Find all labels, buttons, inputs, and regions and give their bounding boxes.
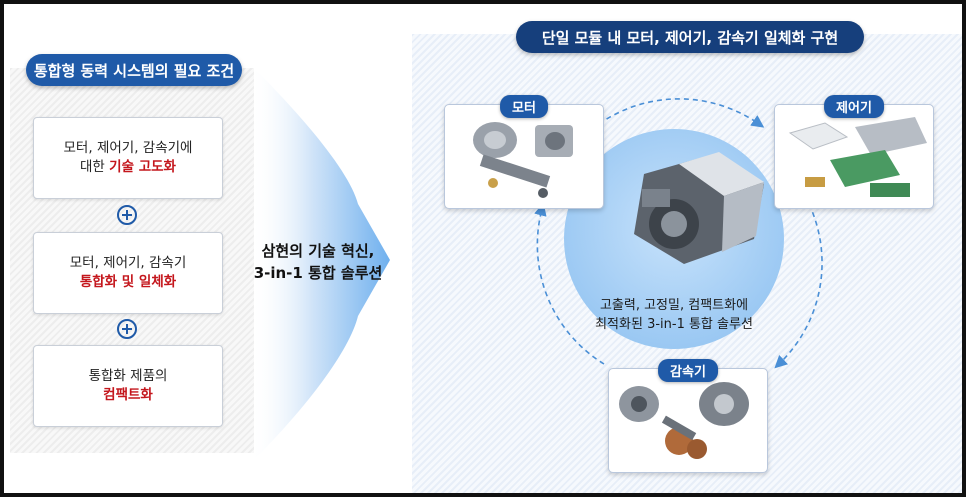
arrow-caption: 삼현의 기술 혁신, 3-in-1 통합 솔루션: [252, 240, 384, 284]
requirement-1-line1: 모터, 제어기, 감속기에: [63, 140, 193, 156]
requirement-box-2: 모터, 제어기, 감속기 통합화 및 일체화: [33, 232, 223, 314]
integrated-module-image: [634, 152, 764, 264]
controller-image: [788, 117, 927, 197]
reducer-image: [619, 382, 749, 459]
requirement-3-line2: 컴팩트화: [103, 387, 153, 403]
arrow-caption-line2: 3-in-1 통합 솔루션: [253, 264, 383, 282]
reducer-card: 감속기: [608, 359, 768, 473]
requirement-2-line1: 모터, 제어기, 감속기: [69, 255, 187, 271]
plus-icon: [117, 319, 137, 339]
requirement-box-3: 통합화 제품의 컴팩트화: [33, 345, 223, 427]
plus-icon: [117, 205, 137, 225]
requirement-1-line2: 대한 기술 고도화: [80, 159, 176, 175]
center-caption: 고출력, 고정밀, 컴팩트화에 최적화된 3-in-1 통합 솔루션: [584, 296, 764, 334]
center-caption-line1: 고출력, 고정밀, 컴팩트화에: [599, 298, 749, 313]
cycle-arrows: [534, 98, 823, 369]
arrow-graphic: [250, 64, 390, 464]
center-caption-line2: 최적화된 3-in-1 통합 솔루션: [595, 317, 753, 332]
arrow-caption-line1: 삼현의 기술 혁신,: [261, 242, 375, 260]
requirement-3-line1: 통합화 제품의: [88, 368, 168, 384]
integration-title: 단일 모듈 내 모터, 제어기, 감속기 일체화 구현: [516, 21, 864, 53]
motor-image: [473, 122, 573, 198]
motor-label: 모터: [500, 95, 548, 118]
controller-card: 제어기: [774, 95, 934, 209]
requirement-2-line2: 통합화 및 일체화: [79, 274, 177, 290]
motor-card: 모터: [444, 95, 604, 209]
requirements-title: 통합형 동력 시스템의 필요 조건: [26, 54, 242, 86]
controller-label: 제어기: [824, 95, 884, 118]
requirement-box-1: 모터, 제어기, 감속기에 대한 기술 고도화: [33, 117, 223, 199]
reducer-label: 감속기: [658, 359, 718, 382]
